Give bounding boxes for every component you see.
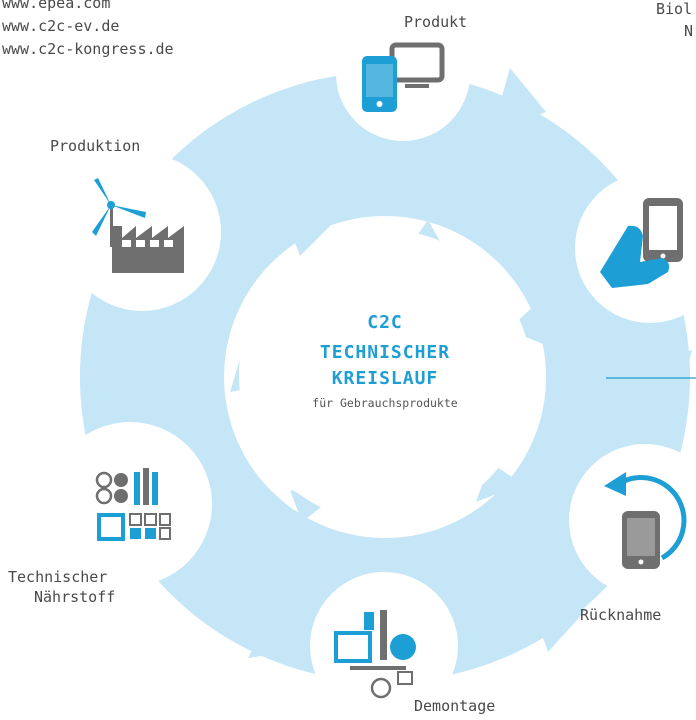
- return-phone-icon: [604, 472, 687, 569]
- link-c2c-kongress[interactable]: www.c2c-kongress.de: [2, 40, 174, 58]
- arrow-head-2: [630, 350, 692, 410]
- center-title-line1: C2C: [367, 312, 403, 333]
- stage-label-technischer-2: Nährstoff: [34, 588, 116, 606]
- stage-disc-produktion: [63, 153, 221, 311]
- factory-windturbine-icon: [92, 178, 184, 273]
- hand-phone-icon: [600, 198, 683, 288]
- stage-disc-technischer: [48, 422, 212, 586]
- arrow-head-1: [492, 68, 546, 132]
- stage-label-technischer-1: Technischer: [8, 568, 108, 586]
- center-title-line2: TECHNISCHER: [319, 342, 451, 363]
- materials-icon: [95, 468, 171, 541]
- disassembly-icon: [334, 610, 416, 699]
- stage-label-produkt: Produkt: [404, 13, 468, 31]
- center-disc: [239, 230, 531, 522]
- cycle-ring: [79, 72, 690, 682]
- fragment-biol: Biol: [656, 0, 693, 18]
- website-links: www.epea.com www.c2c-ev.de www.c2c-kongr…: [2, 0, 174, 61]
- stage-label-produktion: Produktion: [50, 137, 141, 155]
- fragment-n: N: [684, 22, 694, 40]
- center-title-line3: KREISLAUF: [331, 368, 439, 389]
- inner-tooth-6: [286, 218, 330, 256]
- inner-tooth-2: [508, 300, 548, 346]
- arrow-head-6: [220, 120, 270, 172]
- arrow-head-4: [248, 612, 300, 658]
- devices-icon: [362, 42, 445, 112]
- stage-label-ruecknahme: Rücknahme: [580, 606, 662, 624]
- link-c2c-ev[interactable]: www.c2c-ev.de: [2, 17, 120, 35]
- stage-label-demontage: Demontage: [414, 697, 496, 715]
- center-subtitle: für Gebrauchsprodukte: [312, 396, 458, 410]
- link-epea[interactable]: www.epea.com: [2, 0, 111, 12]
- arrow-head-3: [530, 600, 586, 652]
